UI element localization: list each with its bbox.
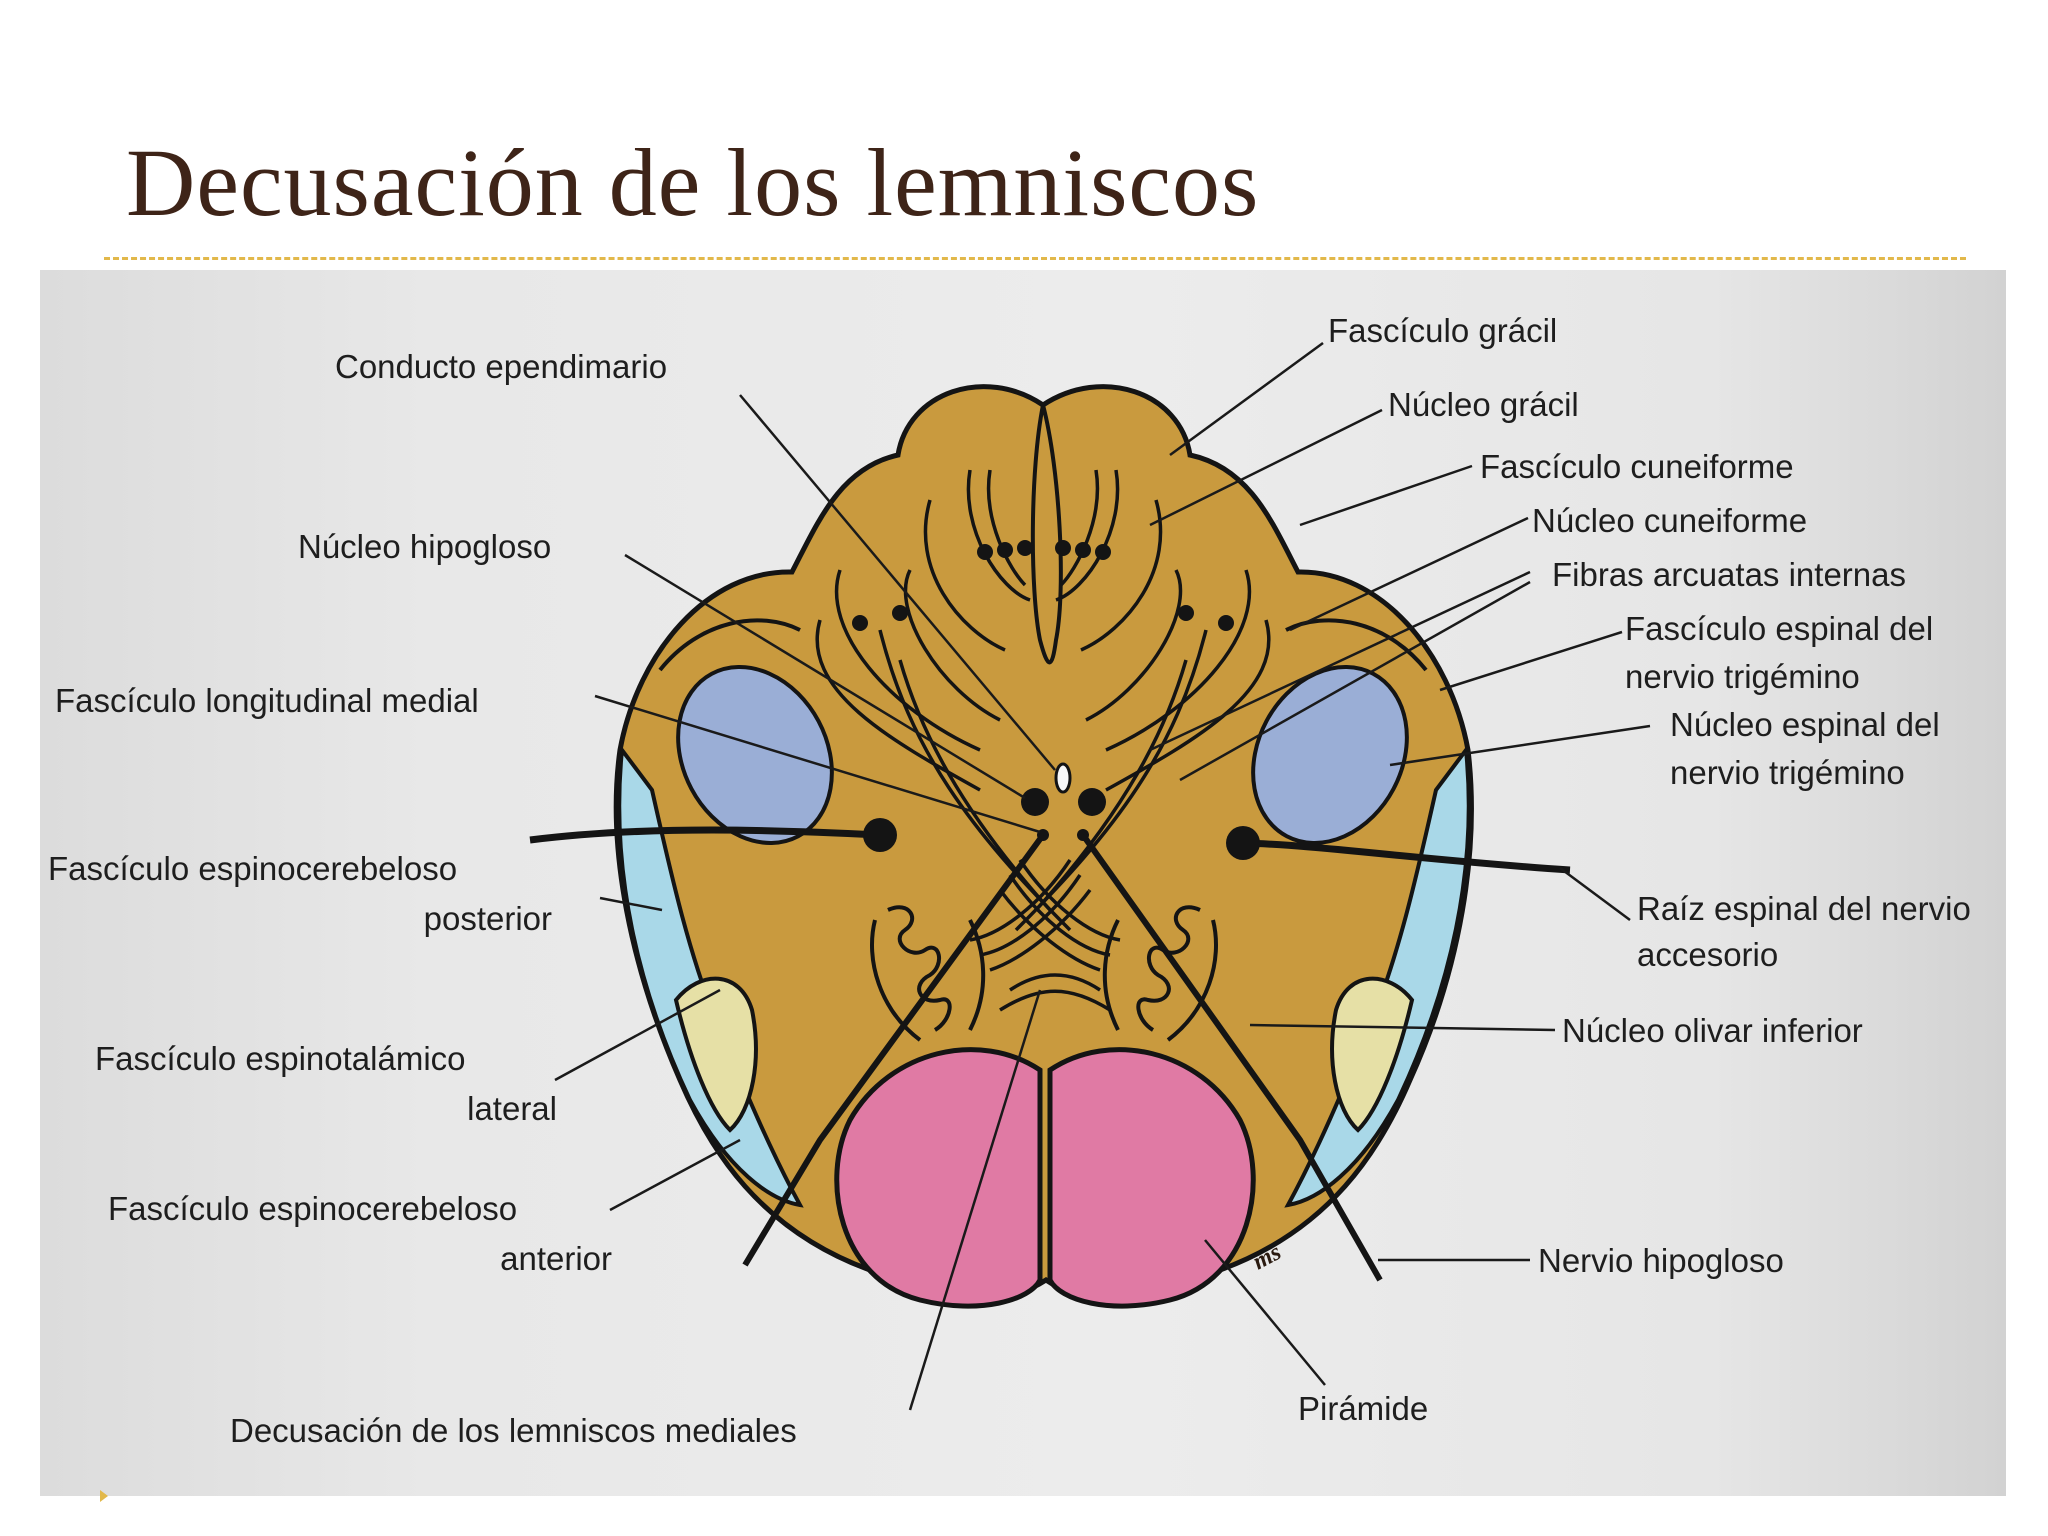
label-espinal-trigemino-1: Fascículo espinal del bbox=[1625, 610, 1933, 647]
label-raiz-espinal-accesorio-2: accesorio bbox=[1637, 936, 1778, 973]
label-nervio-hipogloso: Nervio hipogloso bbox=[1538, 1242, 1784, 1279]
label-espinocerebeloso-posterior-1: Fascículo espinocerebeloso bbox=[48, 850, 457, 887]
label-fibras-arcuatas-internas: Fibras arcuatas internas bbox=[1552, 556, 1906, 593]
hypoglossal-nerve-roots bbox=[742, 833, 1383, 1282]
label-conducto-ependimario: Conducto ependimario bbox=[335, 348, 667, 385]
dorsal-column-nuclei-dots bbox=[852, 540, 1234, 631]
label-nucleo-cuneiforme: Núcleo cuneiforme bbox=[1532, 502, 1807, 539]
label-espinocerebeloso-posterior-2: posterior bbox=[424, 900, 552, 937]
label-nucleo-hipogloso: Núcleo hipogloso bbox=[298, 528, 551, 565]
slide-bullet-marker bbox=[100, 1490, 108, 1502]
accessory-root-right bbox=[1242, 839, 1571, 874]
label-fasciculo-gracil: Fascículo grácil bbox=[1328, 312, 1557, 349]
label-nucleo-gracil: Núcleo grácil bbox=[1388, 386, 1579, 423]
label-piramide: Pirámide bbox=[1298, 1390, 1428, 1427]
medulla-cross-section-figure: ms bbox=[40, 270, 2006, 1496]
medulla-outline bbox=[613, 384, 1474, 1301]
spinocerebellar-band-right bbox=[1284, 744, 1471, 1208]
pyramid-right bbox=[1047, 1047, 1256, 1309]
trigeminal-tract-arc-left bbox=[658, 618, 801, 672]
medulla-diagram: ms bbox=[48, 312, 1971, 1449]
spinothalamic-area-right bbox=[1330, 976, 1415, 1133]
label-nucleo-espinal-trigemino-2: nervio trigémino bbox=[1670, 754, 1905, 791]
label-decusacion-lemniscos-mediales: Decusación de los lemniscos mediales bbox=[230, 1412, 797, 1449]
spinocerebellar-band-left bbox=[617, 744, 804, 1208]
label-espinotalamico-lateral-2: lateral bbox=[467, 1090, 557, 1127]
pyramid-left bbox=[834, 1047, 1043, 1309]
label-espinocerebeloso-anterior-2: anterior bbox=[500, 1240, 612, 1277]
label-espinocerebeloso-anterior-1: Fascículo espinocerebeloso bbox=[108, 1190, 517, 1227]
trigeminal-nucleus-left bbox=[676, 665, 834, 845]
label-fasciculo-longitudinal-medial: Fascículo longitudinal medial bbox=[55, 682, 479, 719]
slide-title: Decusación de los lemniscos bbox=[126, 129, 1260, 236]
label-raiz-espinal-accesorio-1: Raíz espinal del nervio bbox=[1637, 890, 1971, 927]
label-nucleo-olivar-inferior: Núcleo olivar inferior bbox=[1562, 1012, 1863, 1049]
title-divider bbox=[104, 257, 1966, 260]
trigeminal-nucleus-right bbox=[1251, 665, 1409, 845]
label-leader-lines bbox=[554, 341, 1651, 1411]
hypoglossal-nucleus-left bbox=[1021, 788, 1049, 816]
label-nucleo-espinal-trigemino-1: Núcleo espinal del bbox=[1670, 706, 1940, 743]
posterior-median-fissure bbox=[1030, 404, 1063, 665]
inferior-olivary-nuclei bbox=[870, 905, 1218, 1042]
dorsal-column-fibers bbox=[815, 469, 1271, 932]
spinothalamic-area-left bbox=[673, 976, 758, 1133]
label-fasciculo-cuneiforme: Fascículo cuneiforme bbox=[1480, 448, 1794, 485]
label-espinotalamico-lateral-1: Fascículo espinotalámico bbox=[95, 1040, 466, 1077]
hypoglossal-nucleus-right bbox=[1078, 788, 1106, 816]
label-espinal-trigemino-2: nervio trigémino bbox=[1625, 658, 1860, 695]
central-canal bbox=[1054, 762, 1072, 794]
accessory-root-left bbox=[529, 826, 881, 844]
